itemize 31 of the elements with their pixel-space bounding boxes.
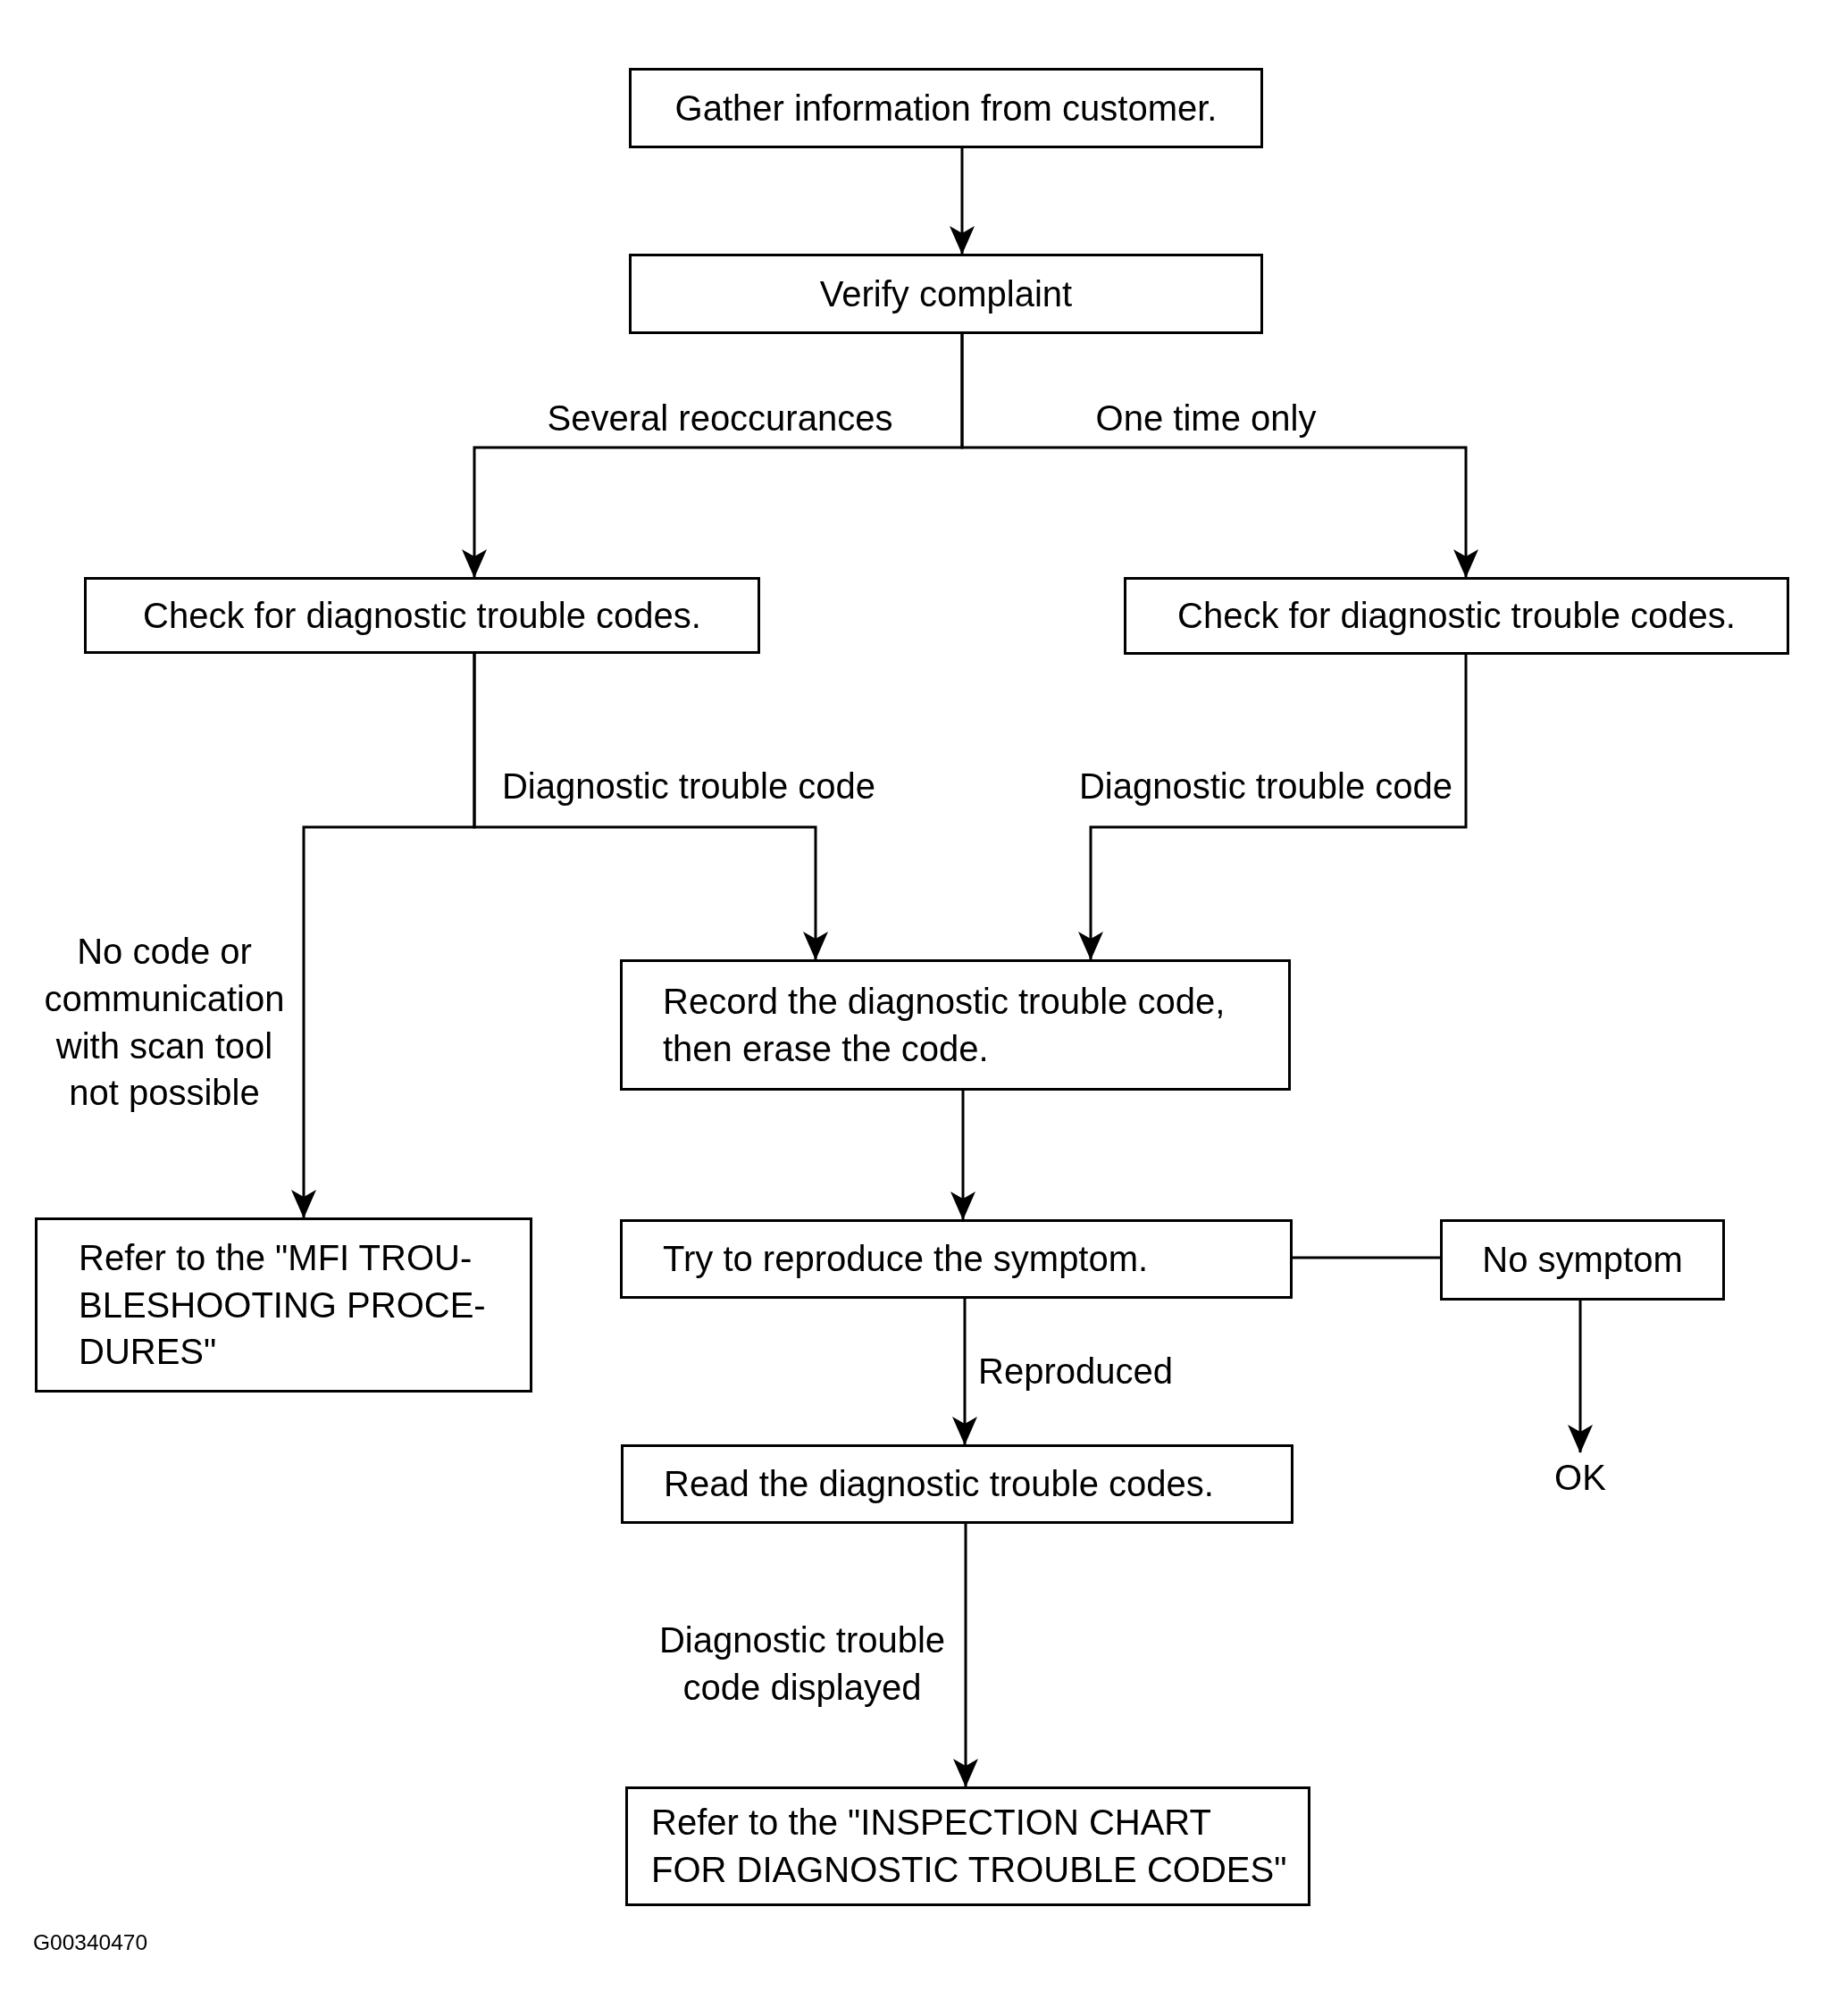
step-text: Gather information from customer. — [674, 87, 1218, 130]
process-box — [621, 1444, 1293, 1524]
step-text: Try to reproduce the symptom. — [663, 1238, 1149, 1281]
arrow — [952, 1299, 977, 1445]
process-box — [84, 577, 760, 654]
step-text: Check for diagnostic trouble codes. — [143, 594, 701, 637]
step-text: Refer to the "MFI TROU-BLESHOOTING PROCE-DURES" — [79, 1236, 487, 1374]
arrow — [953, 1524, 978, 1787]
process-box — [1440, 1219, 1725, 1301]
process-box — [35, 1217, 532, 1393]
figure-code: G00340470 — [33, 1929, 148, 1956]
outcome-label: OK — [1544, 1452, 1617, 1502]
process-box — [1124, 577, 1789, 655]
arrow — [950, 148, 975, 255]
connector-line — [1293, 1256, 1440, 1259]
arrow — [1568, 1301, 1593, 1453]
process-box — [620, 1219, 1293, 1299]
arrow — [950, 1091, 975, 1220]
process-box — [629, 68, 1263, 148]
arrow — [960, 334, 1478, 578]
process-box — [625, 1786, 1310, 1906]
step-text: Read the diagnostic trouble codes. — [664, 1463, 1214, 1506]
step-text: Record the diagnostic trouble code, then erase the code. — [663, 980, 1226, 1070]
step-text: Verify complaint — [819, 272, 1073, 315]
step-text: No symptom — [1482, 1239, 1683, 1282]
arrow — [291, 654, 476, 1218]
step-text: Refer to the "INSPECTION CHART FOR DIAGNOSTIC TROUBLE CODES" — [651, 1802, 1288, 1891]
process-box — [629, 254, 1263, 334]
arrow — [1078, 655, 1468, 960]
step-text: Check for diagnostic trouble codes. — [1177, 595, 1736, 638]
process-box — [620, 959, 1291, 1091]
